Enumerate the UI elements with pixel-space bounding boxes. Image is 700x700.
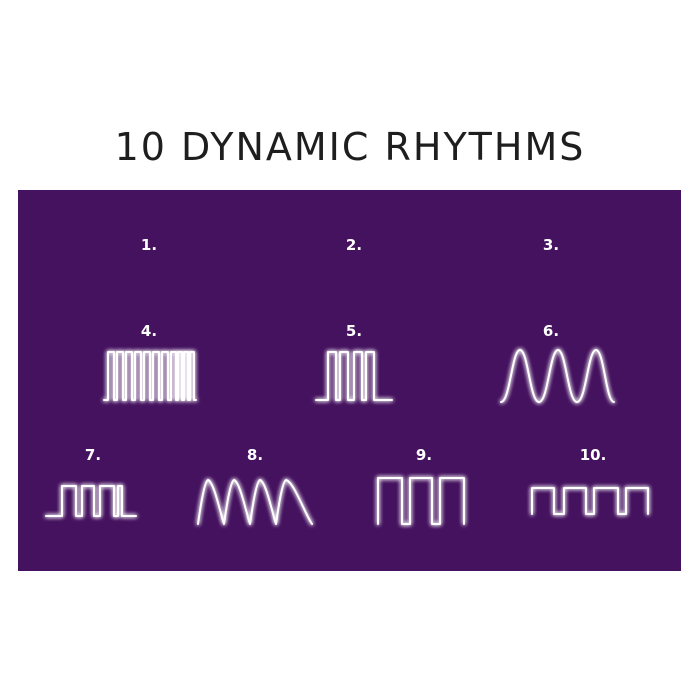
rhythm-3-label: 3.: [543, 236, 559, 254]
rhythm-8-wave: [197, 479, 313, 525]
rhythm-5-wave: [315, 351, 393, 401]
panel-background: [18, 190, 681, 571]
rhythm-4-wave: [103, 351, 197, 401]
rhythm-6-wave: [500, 349, 615, 403]
page-title: 10 DYNAMIC RHYTHMS: [114, 125, 586, 169]
rhythms-panel: 1. 2. 3. 4. 5. 6. 7. 8. 9. 10.: [18, 190, 681, 571]
rhythm-4-label: 4.: [141, 322, 157, 340]
rhythm-1-label: 1.: [141, 236, 157, 254]
rhythm-5-label: 5.: [346, 322, 362, 340]
rhythm-10-wave: [531, 487, 649, 515]
rhythm-2-label: 2.: [346, 236, 362, 254]
rhythm-8-label: 8.: [247, 446, 263, 464]
rhythm-7-label: 7.: [85, 446, 101, 464]
rhythm-9-label: 9.: [416, 446, 432, 464]
rhythm-6-label: 6.: [543, 322, 559, 340]
rhythm-9-wave: [377, 477, 465, 525]
rhythms-diagram: 1. 2. 3. 4. 5. 6. 7. 8. 9. 10.: [18, 190, 681, 571]
rhythm-10-label: 10.: [580, 446, 607, 464]
rhythm-7-wave: [45, 485, 137, 517]
